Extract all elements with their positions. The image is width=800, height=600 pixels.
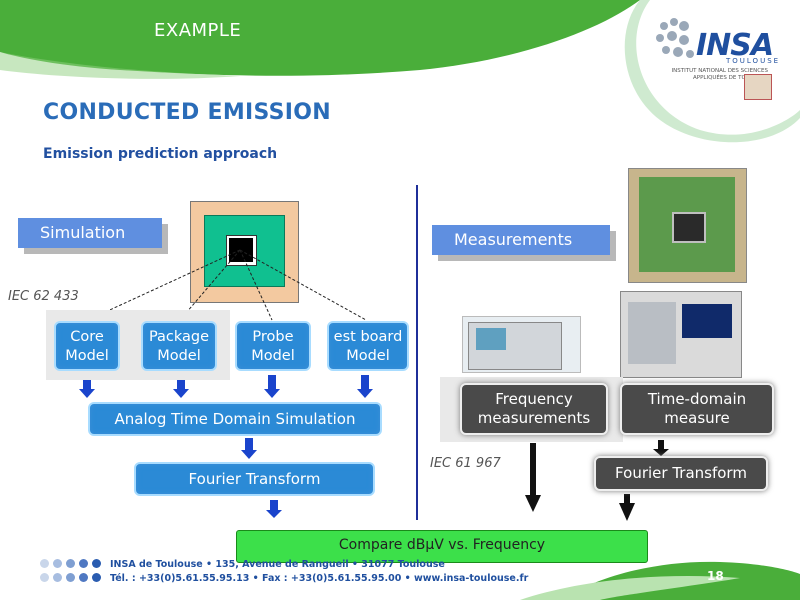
analog-simulation-box: Analog Time Domain Simulation	[88, 402, 382, 436]
footer-dot	[53, 573, 62, 582]
probe-model-line2: Model	[251, 348, 295, 364]
testboard-model-box: est board Model	[327, 321, 409, 371]
footer-dot	[79, 559, 88, 568]
oscilloscope-screen	[682, 304, 732, 338]
probe-model-line1: Probe	[252, 329, 294, 345]
page-subtitle: Emission prediction approach	[43, 146, 278, 162]
footer-dot	[92, 559, 101, 568]
spectrum-analyzer-screen	[476, 328, 506, 350]
core-model-box: Core Model	[54, 321, 120, 371]
footer-address: INSA de Toulouse • 135, Avenue de Rangue…	[110, 559, 445, 570]
testboard-model-line2: Model	[346, 348, 390, 364]
footer-dot	[66, 573, 75, 582]
footer-dot	[66, 559, 75, 568]
page-title: CONDUCTED EMISSION	[43, 100, 331, 125]
package-model-line1: Package	[148, 329, 210, 345]
compare-box: Compare dBµV vs. Frequency	[236, 530, 648, 563]
simulation-fourier-box: Fourier Transform	[134, 462, 375, 496]
testboard-model-line1: est board	[333, 329, 403, 345]
frequency-line1: Frequency	[495, 390, 573, 408]
core-model-line2: Model	[65, 348, 109, 364]
footer-dot	[40, 559, 49, 568]
time-domain-line1: Time-domain	[647, 390, 747, 408]
package-model-line2: Model	[157, 348, 201, 364]
test-board-chip-icon	[672, 212, 706, 243]
probe-model-box: Probe Model	[235, 321, 311, 371]
time-domain-box: Time-domain measure	[620, 383, 774, 435]
page-number: 18	[707, 569, 724, 583]
section-divider	[416, 185, 418, 520]
time-domain-line2: measure	[664, 409, 730, 427]
frequency-line2: measurements	[477, 409, 591, 427]
logo-institute: INSTITUT NATIONAL DES SCIENCES APPLIQUÉE…	[671, 68, 768, 81]
measurement-fourier-box: Fourier Transform	[594, 456, 768, 491]
core-model-line1: Core	[70, 329, 104, 345]
footer-dot	[79, 573, 88, 582]
logo-subtext: TOULOUSE	[726, 57, 781, 65]
measurement-standard: IEC 61 967	[430, 456, 501, 471]
package-model-box: Package Model	[141, 321, 217, 371]
footer-dot	[92, 573, 101, 582]
footer-dot	[40, 573, 49, 582]
footer-dot	[53, 559, 62, 568]
slide-section-label: EXAMPLE	[154, 20, 242, 41]
university-seal-icon	[744, 74, 772, 100]
insa-logo-icon	[656, 18, 694, 58]
measurements-tag: Measurements	[432, 225, 610, 255]
frequency-measurements-box: Frequency measurements	[460, 383, 608, 435]
simulation-standard: IEC 62 433	[8, 289, 79, 304]
footer-contact: Tél. : +33(0)5.61.55.95.13 • Fax : +33(0…	[110, 573, 529, 584]
oscilloscope-panel	[628, 302, 676, 364]
simulation-tag: Simulation	[18, 218, 162, 248]
logo-text: INSA	[696, 28, 774, 63]
